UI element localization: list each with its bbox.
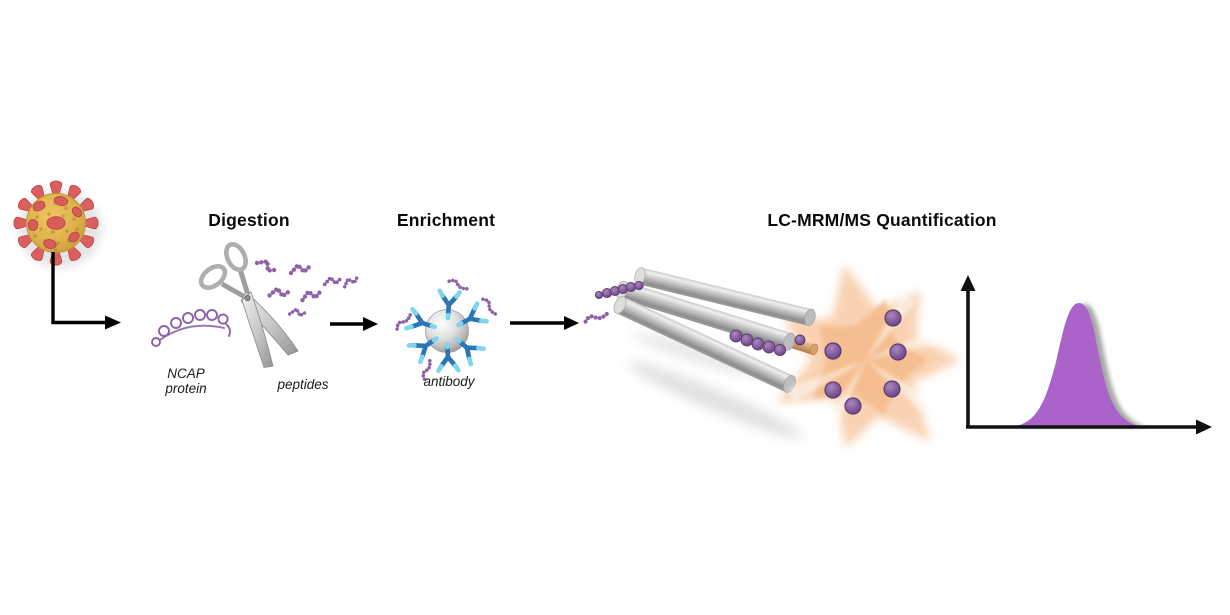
virus-surface-spikes <box>27 196 83 249</box>
chromatogram <box>960 275 1212 435</box>
quantification-title: LC-MRM/MS Quantification <box>767 210 997 230</box>
peptide-beads-on-column <box>594 280 806 357</box>
scissors-icon <box>198 242 299 368</box>
peptide-fragments <box>257 257 362 320</box>
antibody-label: antibody <box>423 374 475 389</box>
arrow-digestion-to-enrichment <box>330 317 378 331</box>
digestion-title: Digestion <box>208 210 290 230</box>
axes <box>960 275 1212 435</box>
ncap-protein-coil-icon <box>151 309 231 347</box>
chromatogram-peak-icon <box>1012 303 1142 427</box>
virus-icon <box>13 180 102 268</box>
eluting-peptide-icon <box>585 312 610 321</box>
lc-column-bottom-icon <box>613 295 796 393</box>
peptides-label: peptides <box>277 377 329 392</box>
ncap-protein-label-line2: protein <box>165 381 207 396</box>
ncap-protein-label-line1: NCAP <box>167 366 205 381</box>
ncap-protein-label: NCAP protein <box>165 366 206 396</box>
lc-column-top-icon <box>634 267 816 327</box>
column-shadow <box>627 361 803 439</box>
ion-dots <box>824 309 907 415</box>
arrow-enrichment-to-lcms <box>510 316 579 330</box>
enrichment-title: Enrichment <box>396 210 496 230</box>
antibody-bead-icon <box>392 275 499 381</box>
arrow-virus-to-digestion <box>51 252 121 330</box>
